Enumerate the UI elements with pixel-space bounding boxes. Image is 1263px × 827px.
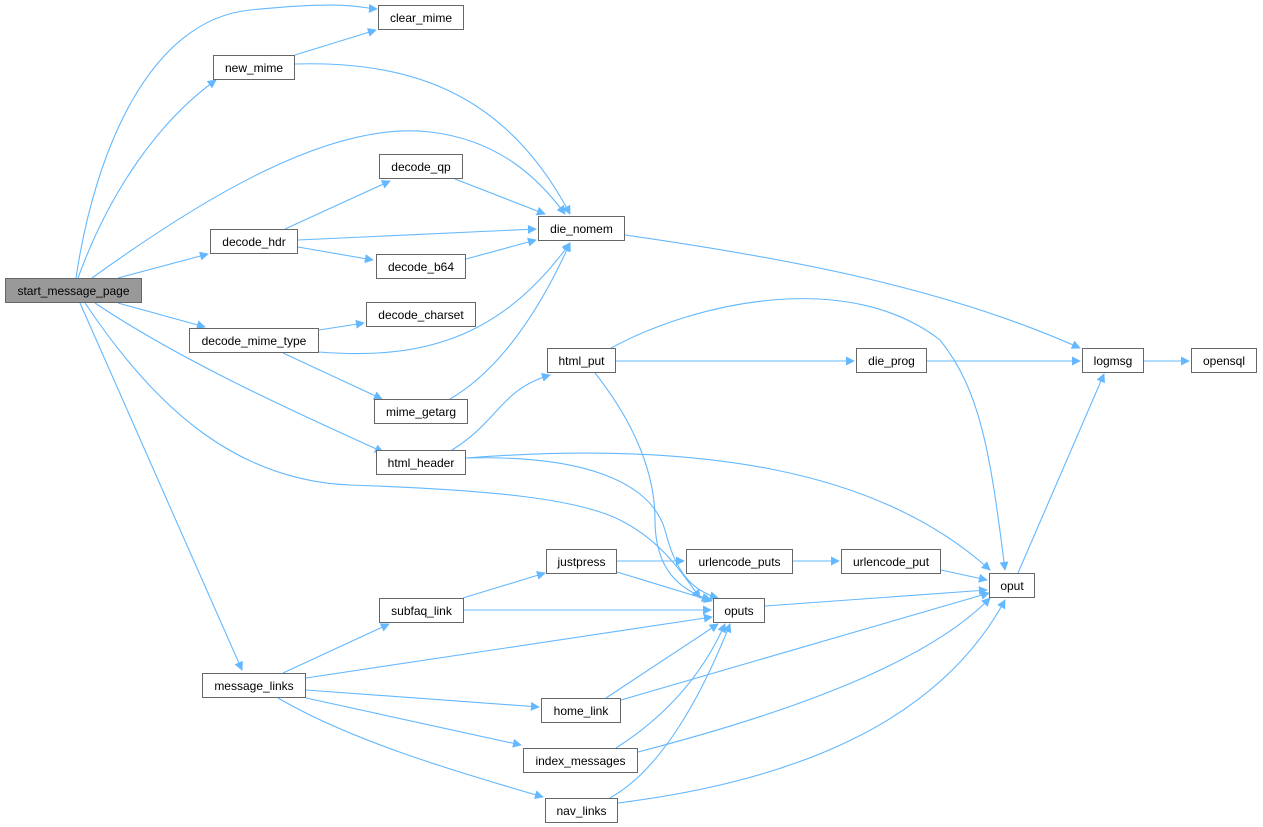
edge-message_links-index_messages: [305, 697, 522, 748]
node-urlencode_put[interactable]: urlencode_put: [841, 549, 941, 574]
node-html_put[interactable]: html_put: [547, 348, 616, 373]
node-decode_charset[interactable]: decode_charset: [366, 302, 476, 327]
edge-start_message_page-oputs: [84, 302, 701, 599]
edge-index_messages-oputs: [615, 623, 726, 749]
edge-decode_qp-die_nomem: [454, 178, 546, 216]
edge-decode_b64-die_nomem: [465, 237, 537, 260]
edge-justpress-oputs: [616, 571, 713, 603]
edge-message_links-oputs: [305, 613, 713, 679]
node-opensql[interactable]: opensql: [1191, 348, 1257, 373]
edge-html_put-oputs: [594, 372, 711, 602]
edge-decode_hdr-decode_b64: [297, 246, 374, 264]
edge-html_header-oput: [465, 452, 991, 571]
edge-new_mime-clear_mime: [294, 28, 377, 56]
node-oputs[interactable]: oputs: [713, 598, 765, 623]
node-justpress[interactable]: justpress: [546, 549, 617, 574]
edge-html_put-oput: [610, 298, 1009, 571]
edge-new_mime-die_nomem: [294, 63, 571, 215]
edge-oput-logmsg: [1017, 373, 1105, 574]
edge-start_message_page-decode_hdr: [117, 251, 209, 279]
edge-nav_links-oputs: [609, 623, 732, 799]
edge-html_header-html_put: [451, 373, 551, 451]
edge-html_header-oputs: [465, 457, 719, 601]
node-message_links[interactable]: message_links: [202, 673, 306, 698]
edge-decode_hdr-die_nomem: [297, 224, 537, 241]
edge-die_nomem-logmsg: [624, 234, 1081, 349]
node-die_nomem[interactable]: die_nomem: [538, 216, 625, 241]
edge-decode_mime_type-decode_charset: [318, 319, 365, 331]
node-decode_b64[interactable]: decode_b64: [376, 254, 466, 279]
node-home_link[interactable]: home_link: [541, 698, 621, 723]
node-new_mime[interactable]: new_mime: [213, 55, 295, 80]
edge-decode_hdr-decode_qp: [284, 180, 391, 230]
edge-message_links-subfaq_link: [282, 623, 390, 674]
node-die_prog[interactable]: die_prog: [856, 348, 927, 373]
edge-home_link-oput: [620, 590, 990, 701]
edge-message_links-home_link: [305, 689, 540, 711]
node-subfaq_link[interactable]: subfaq_link: [379, 598, 464, 623]
edge-oputs-oput: [764, 586, 988, 607]
edge-urlencode_put-oput: [940, 569, 988, 583]
node-mime_getarg[interactable]: mime_getarg: [374, 399, 468, 424]
edge-start_message_page-new_mime: [77, 79, 217, 279]
edge-home_link-oputs: [605, 623, 719, 699]
node-clear_mime[interactable]: clear_mime: [378, 5, 464, 30]
edge-start_message_page-html_header: [94, 302, 384, 453]
node-decode_mime_type[interactable]: decode_mime_type: [189, 328, 319, 353]
node-oput[interactable]: oput: [989, 573, 1035, 598]
node-html_header[interactable]: html_header: [376, 450, 466, 475]
node-logmsg[interactable]: logmsg: [1082, 348, 1144, 373]
edge-start_message_page-decode_mime_type: [117, 302, 206, 330]
node-nav_links[interactable]: nav_links: [545, 798, 618, 823]
edge-start_message_page-die_nomem: [91, 130, 566, 279]
edge-start_message_page-message_links: [79, 302, 243, 671]
node-index_messages[interactable]: index_messages: [523, 748, 638, 773]
node-decode_qp[interactable]: decode_qp: [379, 154, 463, 179]
edge-start_message_page-clear_mime: [75, 4, 378, 279]
node-urlencode_puts[interactable]: urlencode_puts: [686, 549, 793, 574]
edge-index_messages-oput: [637, 597, 991, 753]
edge-nav_links-oput: [617, 599, 1006, 804]
node-decode_hdr[interactable]: decode_hdr: [210, 229, 298, 254]
edge-decode_mime_type-mime_getarg: [282, 352, 383, 400]
edge-subfaq_link-justpress: [462, 571, 546, 599]
edge-message_links-nav_links: [277, 697, 544, 800]
edge-mime_getarg-die_nomem: [449, 242, 571, 400]
node-start_message_page[interactable]: start_message_page: [5, 278, 142, 303]
edge-decode_mime_type-die_nomem: [318, 242, 571, 355]
